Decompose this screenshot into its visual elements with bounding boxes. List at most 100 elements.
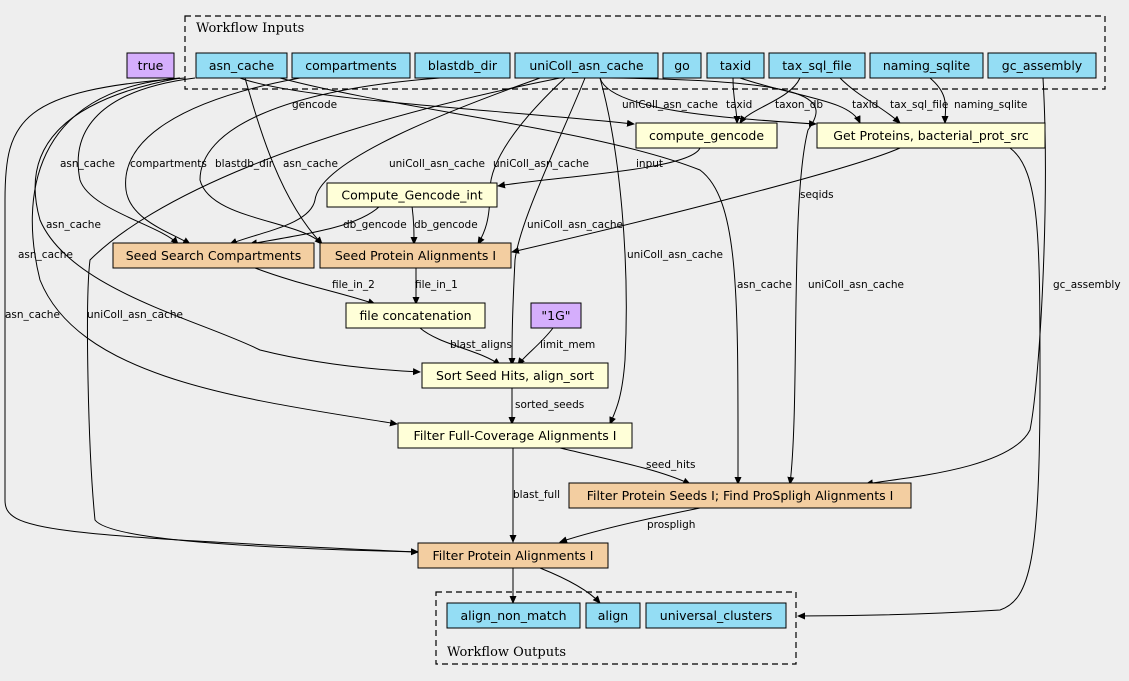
edge-comp-seedsearch (125, 77, 301, 245)
node-get-proteins[interactable]: Get Proteins, bacterial_prot_src (816, 122, 1046, 149)
edge-label-sorted-seeds: sorted_seeds (515, 399, 584, 411)
node-const-1g[interactable]: "1G" (530, 302, 582, 329)
edge-label-asn-cache-1: asn_cache (60, 158, 115, 170)
node-filter-protein-alignments-label: Filter Protein Alignments I (433, 548, 594, 563)
edge-label-blast-full: blast_full (513, 489, 560, 501)
edge-label-seqids: seqids (800, 189, 834, 201)
node-universal-clusters-label: universal_clusters (660, 608, 772, 623)
edge-label-unicoll-6: uniColl_asn_cache (808, 279, 904, 291)
node-sort-seed-hits-label: Sort Seed Hits, align_sort (436, 368, 594, 383)
workflow-outputs-cluster: Workflow Outputs (435, 591, 797, 665)
node-go-label: go (674, 58, 690, 73)
edge-label-asn-cache-6: asn_cache (5, 309, 60, 321)
workflow-inputs-cluster: Workflow Inputs (184, 15, 1106, 90)
edge-label-file-in-2: file_in_2 (332, 279, 375, 291)
node-gc-assembly-label: gc_assembly (1002, 58, 1083, 73)
edge-label-asn-cache-3: asn_cache (46, 219, 101, 231)
node-unicoll-asn-cache[interactable]: uniColl_asn_cache (514, 52, 659, 79)
node-seed-protein-alignments[interactable]: Seed Protein Alignments I (319, 242, 512, 269)
edge-label-asn-cache-2: asn_cache (283, 158, 338, 170)
node-compute-gencode[interactable]: compute_gencode (635, 122, 778, 149)
node-asn-cache[interactable]: asn_cache (195, 52, 288, 79)
node-universal-clusters[interactable]: universal_clusters (645, 602, 787, 629)
edge-gencodeint-seedsearch (249, 205, 381, 247)
edge-label-blastdb-dir: blastdb_dir (215, 158, 274, 170)
edge-filterseeds-filteralign (559, 507, 701, 544)
edge-label-asn-cache-4: asn_cache (18, 249, 73, 261)
edge-1g-sortseed (517, 327, 554, 366)
node-align[interactable]: align (585, 602, 641, 629)
edge-naming-getproteins (929, 77, 949, 124)
edge-filterfull-filterseeds (559, 447, 691, 485)
edge-label-blast-aligns: blast_aligns (450, 339, 512, 351)
node-filter-full-coverage[interactable]: Filter Full-Coverage Alignments I (397, 422, 633, 449)
node-compartments-label: compartments (305, 58, 397, 73)
edge-taxsql-getproteins (839, 77, 901, 124)
edge-unicoll-seedprotein (477, 77, 566, 245)
edge-label-compartments: compartments (130, 158, 207, 170)
edge-filteralign-align (539, 567, 601, 604)
edge-label-taxid-1: taxid (726, 99, 752, 111)
edge-label-seed-hits: seed_hits (646, 459, 695, 471)
node-const-1g-label: "1G" (541, 308, 570, 323)
edges (4, 77, 1046, 620)
edge-unicoll-filterfull (599, 77, 627, 425)
edge-label-gc-assembly: gc_assembly (1053, 279, 1121, 291)
edge-label-unicoll-2: uniColl_asn_cache (389, 158, 485, 170)
node-seed-search-compartments[interactable]: Seed Search Compartments (112, 242, 315, 269)
edge-asn-sortseed (34, 77, 421, 376)
edge-label-unicoll-5: uniColl_asn_cache (627, 249, 723, 261)
node-gc-assembly[interactable]: gc_assembly (987, 52, 1097, 79)
node-file-concatenation[interactable]: file concatenation (345, 302, 486, 329)
node-taxid-label: taxid (720, 58, 751, 73)
edge-label-unicoll-7: uniColl_asn_cache (87, 309, 183, 321)
node-sort-seed-hits[interactable]: Sort Seed Hits, align_sort (421, 362, 609, 389)
node-seed-protein-alignments-label: Seed Protein Alignments I (335, 248, 496, 263)
node-filter-full-coverage-label: Filter Full-Coverage Alignments I (414, 428, 617, 443)
edge-taxid-getproteins (739, 77, 861, 124)
node-filter-protein-seeds-label: Filter Protein Seeds I; Find ProSpligh A… (587, 488, 894, 503)
node-compute-gencode-label: compute_gencode (649, 128, 764, 143)
edge-label-taxid-2: taxid (852, 99, 878, 111)
node-go[interactable]: go (662, 52, 702, 79)
edge-asn-seedprotein (244, 77, 323, 245)
node-naming-sqlite[interactable]: naming_sqlite (869, 52, 984, 79)
edge-label-gencode: gencode (292, 99, 337, 111)
edge-unicoll-seedsearch (229, 77, 541, 245)
edge-asn-gencode (239, 77, 635, 127)
node-tax-sql-file-label: tax_sql_file (782, 58, 852, 73)
node-get-proteins-label: Get Proteins, bacterial_prot_src (833, 128, 1029, 143)
edge-label-asn-cache-5: asn_cache (737, 279, 792, 291)
edge-asn-seedsearch (77, 77, 196, 245)
edge-gcassembly-filterseeds (865, 77, 1046, 487)
edge-unicoll-sortseed (508, 77, 586, 366)
edge-label-unicoll-4: uniColl_asn_cache (527, 219, 623, 231)
edge-asn-filterseeds (279, 77, 742, 485)
edge-fileconcat-sortseed (419, 327, 501, 366)
node-blastdb-dir[interactable]: blastdb_dir (414, 52, 511, 79)
edge-label-taxon-db: taxon_db (775, 99, 823, 111)
node-filter-protein-seeds[interactable]: Filter Protein Seeds I; Find ProSpligh A… (568, 482, 912, 509)
node-compute-gencode-int[interactable]: Compute_Gencode_int (326, 182, 498, 208)
node-align-label: align (598, 608, 628, 623)
edge-getproteins-universal (797, 147, 1041, 620)
node-taxid[interactable]: taxid (706, 52, 765, 79)
node-compartments[interactable]: compartments (291, 52, 411, 79)
edge-labels: gencode uniColl_asn_cache taxid taxon_db… (5, 99, 1121, 531)
node-align-non-match[interactable]: align_non_match (446, 602, 581, 629)
node-true[interactable]: true (126, 52, 175, 79)
edge-label-naming-sqlite: naming_sqlite (954, 99, 1027, 111)
workflow-inputs-label: Workflow Inputs (196, 21, 304, 36)
edge-gencodeint-seedprotein (410, 205, 418, 245)
workflow-outputs-label: Workflow Outputs (447, 645, 566, 660)
edge-label-unicoll-1: uniColl_asn_cache (622, 99, 718, 111)
edge-getproteins-seedprotein (511, 147, 901, 254)
node-filter-protein-alignments[interactable]: Filter Protein Alignments I (417, 542, 609, 569)
node-naming-sqlite-label: naming_sqlite (883, 58, 971, 73)
node-tax-sql-file[interactable]: tax_sql_file (768, 52, 866, 79)
edge-label-file-in-1: file_in_1 (415, 279, 458, 291)
edge-taxsql-gencode (739, 77, 801, 124)
edge-label-db-gencode-1: db_gencode (343, 219, 407, 231)
